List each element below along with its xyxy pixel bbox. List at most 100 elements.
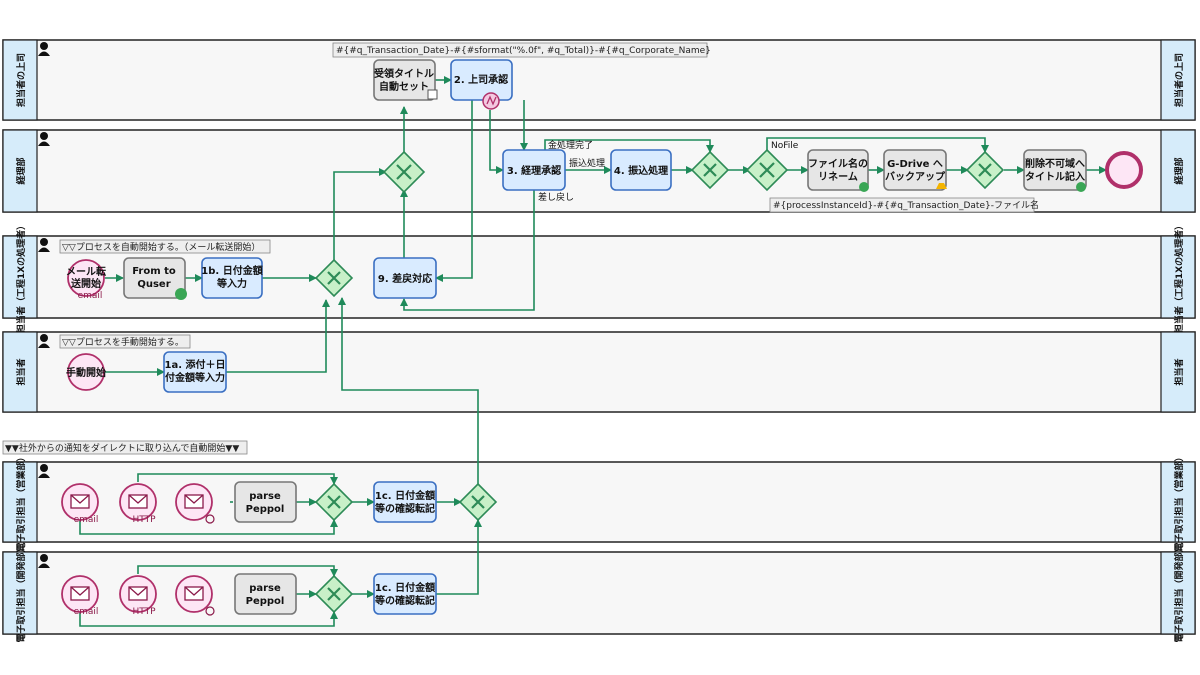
svg-text:1b. 日付金額: 1b. 日付金額 — [201, 264, 262, 277]
lane-label-staff: 担当者 — [15, 358, 27, 385]
lane-label-sales: 電子取引担当（営業部） — [15, 452, 27, 551]
lane-label-dev-right: 電子取引担当（開発部） — [1173, 543, 1185, 642]
svg-text:From to: From to — [132, 266, 176, 277]
task-title-auto[interactable]: 受領タイトル 自動セット — [373, 59, 438, 101]
task-return-fix[interactable]: 9. 差戻対応 — [373, 257, 437, 299]
gateway-dev-merge[interactable] — [314, 574, 354, 614]
gateway-nofile[interactable] — [745, 148, 789, 192]
task-boss-approve[interactable]: 2. 上司承認 — [450, 59, 513, 110]
svg-text:メール転: メール転 — [66, 265, 106, 278]
lane-label-accounting-right: 経理部 — [1173, 157, 1185, 184]
svg-text:Peppol: Peppol — [246, 596, 285, 607]
task-transfer[interactable]: 4. 振込処理 — [610, 149, 672, 191]
manual-start-note — [59, 334, 191, 349]
flow-label-sendback: 差し戻し — [538, 191, 574, 203]
auto-start-note — [59, 239, 271, 254]
flow-label-transfer: 振込処理 — [569, 157, 605, 169]
start-event-http-dev[interactable]: HTTP — [119, 575, 157, 617]
svg-text:3. 経理承認: 3. 経理承認 — [507, 164, 561, 177]
task-parse-peppol-dev[interactable]: parse Peppol — [234, 573, 297, 615]
gdrive-icon — [936, 183, 947, 189]
person-icon — [38, 42, 50, 568]
timer-boundary-icon — [482, 92, 500, 110]
svg-text:1a. 添付＋日: 1a. 添付＋日 — [165, 358, 226, 371]
gateway-before-title[interactable] — [965, 150, 1005, 190]
lane-label-staff-mail: 担当者（工程1Xの処理者） — [15, 221, 27, 333]
start-event-email-sales[interactable]: email — [61, 483, 99, 525]
svg-text:受領タイトル: 受領タイトル — [374, 67, 434, 80]
task-confirm-dev[interactable]: 1c. 日付金額 等の確認転記 — [373, 573, 437, 615]
svg-text:4. 振込処理: 4. 振込処理 — [614, 164, 668, 177]
svg-text:送開始: 送開始 — [70, 277, 101, 290]
start-event-email-dev[interactable]: email — [61, 575, 99, 617]
lane-label-dev: 電子取引担当（開発部） — [15, 543, 27, 642]
gateway-accounting-merge[interactable] — [382, 150, 426, 194]
svg-text:1c. 日付金額: 1c. 日付金額 — [375, 581, 435, 594]
lane-label-sales-right: 電子取引担当（営業部） — [1173, 452, 1185, 551]
lane-label-boss-right: 担当者の上司 — [1173, 53, 1185, 107]
lane-label-staff-mail-right: 担当者（工程1Xの処理者） — [1173, 221, 1185, 333]
svg-text:ファイル名の: ファイル名の — [808, 157, 868, 170]
task-rename[interactable]: ファイル名の リネーム — [807, 149, 869, 192]
lane-sales: 電子取引担当（営業部） 電子取引担当（営業部） — [2, 452, 1196, 552]
svg-text:9. 差戻対応: 9. 差戻対応 — [378, 272, 432, 285]
gateway-sales-merge[interactable] — [314, 482, 354, 522]
task-from-quser[interactable]: From to Quser — [123, 257, 187, 300]
svg-text:HTTP: HTTP — [132, 607, 156, 617]
svg-text:付金額等入力: 付金額等入力 — [165, 371, 225, 384]
title-format-note — [332, 42, 708, 58]
svg-text:Peppol: Peppol — [246, 504, 285, 515]
file-format-text: #{processInstanceId}-#{#q_Transaction_Da… — [773, 199, 1039, 211]
svg-text:自動セット: 自動セット — [379, 80, 429, 93]
external-note — [2, 440, 248, 455]
gateway-external-merge[interactable] — [458, 482, 498, 522]
webhook-icon — [205, 514, 215, 524]
lane-label-accounting: 経理部 — [15, 157, 27, 184]
svg-text:Quser: Quser — [137, 279, 170, 290]
svg-text:バックアップ: バックアップ — [885, 170, 946, 183]
svg-text:等の確認転記: 等の確認転記 — [375, 502, 435, 515]
file-format-note — [769, 197, 1035, 213]
flow-label-cash: 金処理完了 — [548, 139, 593, 151]
start-event-webhook-dev[interactable] — [175, 575, 215, 616]
start-event-mail[interactable]: メール転 送開始 email — [66, 259, 106, 301]
svg-text:email: email — [74, 607, 99, 617]
svg-text:email: email — [78, 291, 103, 301]
start-event-http-sales[interactable]: HTTP — [119, 483, 157, 525]
task-date-amount[interactable]: 1b. 日付金額 等入力 — [201, 257, 263, 299]
external-text: ▼▼社外からの通知をダイレクトに取り込んで自動開始▼▼ — [5, 442, 239, 454]
lane-label-staff-right: 担当者 — [1173, 358, 1185, 385]
svg-text:タイトル記入: タイトル記入 — [1025, 170, 1085, 183]
start-event-manual[interactable]: 手動開始 — [66, 353, 106, 391]
flow-label-nofile: NoFile — [771, 141, 799, 151]
task-gdrive[interactable]: G-Drive へ バックアップ — [883, 149, 947, 191]
table-icon — [427, 89, 438, 100]
svg-text:等の確認転記: 等の確認転記 — [375, 594, 435, 607]
svg-text:リネーム: リネーム — [818, 171, 858, 183]
task-confirm-sales[interactable]: 1c. 日付金額 等の確認転記 — [373, 481, 437, 523]
task-acct-approve[interactable]: 3. 経理承認 — [502, 149, 566, 191]
svg-text:email: email — [74, 515, 99, 525]
start-event-webhook-sales[interactable] — [175, 483, 215, 524]
task-parse-peppol-sales[interactable]: parse Peppol — [234, 481, 297, 523]
gateway-staff-merge[interactable] — [314, 258, 354, 298]
webhook-icon — [205, 606, 215, 616]
service-icon — [859, 182, 869, 192]
svg-text:等入力: 等入力 — [217, 277, 247, 290]
end-event[interactable] — [1105, 151, 1143, 189]
task-attach[interactable]: 1a. 添付＋日 付金額等入力 — [163, 351, 227, 393]
manual-start-text: ▽▽プロセスを手動開始する。 — [62, 336, 184, 348]
task-title-write[interactable]: 削除不可域へ タイトル記入 — [1023, 149, 1087, 192]
lane-label-boss: 担当者の上司 — [15, 53, 27, 107]
sequence-flows — [79, 76, 1107, 627]
auto-start-text: ▽▽プロセスを自動開始する。（メール転送開始） — [62, 241, 260, 253]
svg-text:HTTP: HTTP — [132, 515, 156, 525]
message-icon — [175, 288, 187, 300]
svg-text:G-Drive へ: G-Drive へ — [887, 159, 943, 170]
storage-icon — [1076, 182, 1086, 192]
gateway-after-transfer[interactable] — [690, 150, 730, 190]
svg-text:parse: parse — [249, 583, 281, 594]
title-format-text: #{#q_Transaction_Date}-#{#sformat("%.0f"… — [336, 46, 711, 56]
svg-text:手動開始: 手動開始 — [66, 366, 106, 379]
